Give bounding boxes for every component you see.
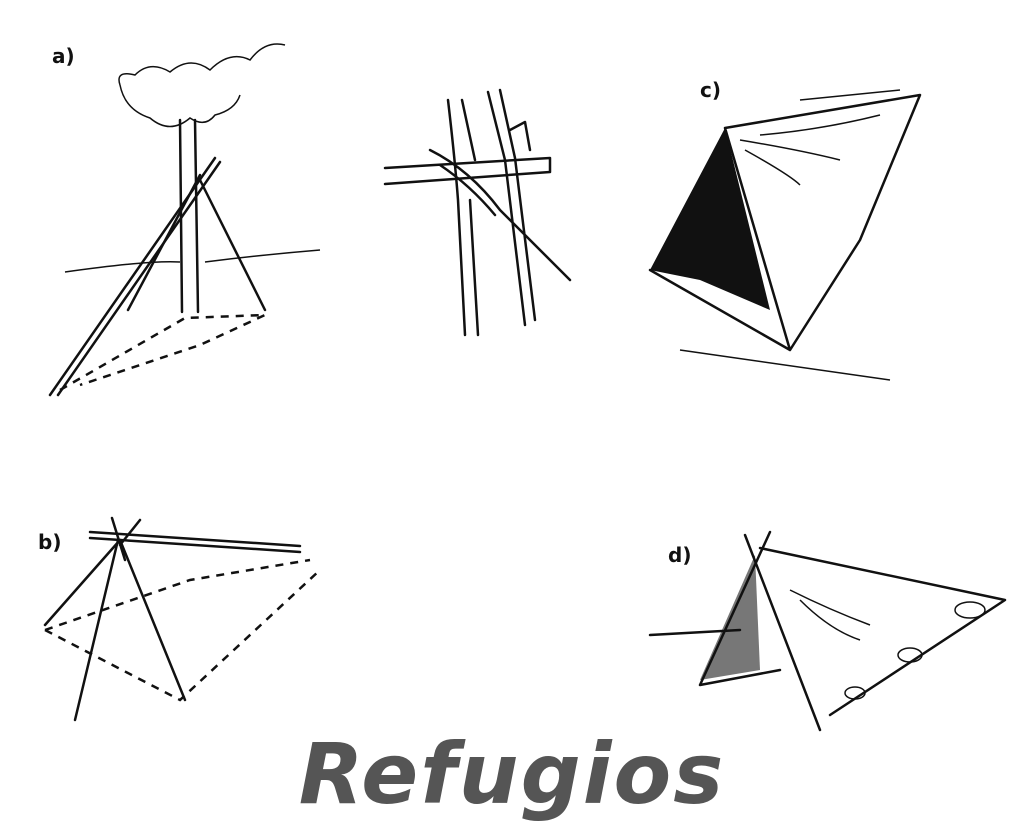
label-b: b): [38, 530, 62, 554]
shelter-c-tarp-lean-to: [648, 89, 922, 381]
lashing-detail: [383, 88, 572, 337]
shelter-a-tree-tripod: [48, 43, 321, 397]
label-c: c): [700, 78, 721, 102]
shelter-d-tarp-a-frame: [648, 530, 1007, 732]
page-title: Refugios: [298, 725, 726, 823]
shelter-b-tripod-frame: [43, 516, 321, 722]
label-d: d): [668, 543, 692, 567]
label-a: a): [52, 44, 75, 68]
